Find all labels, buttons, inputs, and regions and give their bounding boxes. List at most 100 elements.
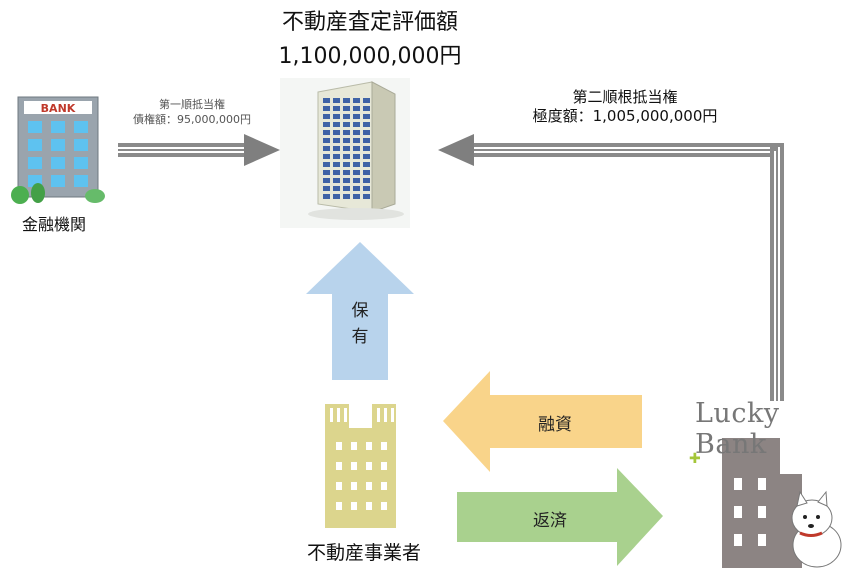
window: [351, 502, 357, 510]
window: [353, 122, 360, 127]
window: [351, 482, 357, 490]
window: [734, 534, 742, 546]
window: [363, 106, 370, 111]
window: [323, 98, 330, 103]
window: [343, 106, 350, 111]
lucky-bank-logo: Lucky ✚Bank: [689, 398, 860, 467]
window: [758, 478, 766, 490]
window: [343, 170, 350, 175]
window: [353, 170, 360, 175]
valuation-amount: 1,100,000,000円: [278, 44, 462, 69]
clover-icon: ✚: [689, 451, 702, 467]
window: [366, 482, 372, 490]
window: [353, 194, 360, 199]
window: [333, 138, 340, 143]
window: [336, 442, 342, 450]
window: [363, 186, 370, 191]
dog-mascot-icon: [791, 490, 842, 568]
window: [353, 138, 360, 143]
window: [333, 194, 340, 199]
window: [343, 130, 350, 135]
window: [343, 114, 350, 119]
window: [323, 114, 330, 119]
window: [333, 154, 340, 159]
window: [336, 502, 342, 510]
window: [363, 146, 370, 151]
window: [343, 186, 350, 191]
window: [333, 170, 340, 175]
window: [363, 178, 370, 183]
window: [758, 506, 766, 518]
first-lien-arrow: [118, 134, 280, 166]
window: [323, 170, 330, 175]
window: [353, 154, 360, 159]
window: [363, 194, 370, 199]
property-valuation-title: 不動産査定評価額 1,100,000,000円: [220, 6, 520, 74]
window: [323, 106, 330, 111]
window: [758, 534, 766, 546]
window: [323, 162, 330, 167]
first-lien-label: 第一順抵当権 債権額：95,000,000円: [112, 97, 272, 127]
window: [381, 462, 387, 470]
window: [323, 138, 330, 143]
bank-word: ✚Bank: [689, 429, 767, 467]
window: [333, 130, 340, 135]
window: [366, 462, 372, 470]
window: [363, 130, 370, 135]
window: [351, 462, 357, 470]
financial-institution-label: 金融機関: [22, 215, 87, 234]
window: [363, 162, 370, 167]
finance-label: 融資: [538, 415, 572, 435]
window: [381, 502, 387, 510]
window: [343, 162, 350, 167]
first-lien-amount: 債権額：95,000,000円: [133, 113, 251, 126]
second-lien-amount: 極度額：1,005,000,000円: [532, 107, 718, 125]
window: [343, 122, 350, 127]
window: [343, 154, 350, 159]
window: [734, 478, 742, 490]
valuation-label: 不動産査定評価額: [281, 10, 458, 35]
window: [353, 98, 360, 103]
office-tower-icon: [280, 78, 410, 228]
developer-building-icon: [325, 404, 396, 528]
window: [381, 442, 387, 450]
window: [323, 194, 330, 199]
window: [333, 186, 340, 191]
second-lien-arrow: [438, 134, 784, 401]
window: [353, 106, 360, 111]
window: [363, 114, 370, 119]
repay-label: 返済: [533, 511, 567, 531]
window: [333, 122, 340, 127]
bank-building-icon: BANK: [11, 96, 105, 204]
window: [353, 114, 360, 119]
developer-label: 不動産事業者: [306, 542, 421, 564]
window: [333, 114, 340, 119]
second-lien-type: 第二順根抵当権: [572, 88, 678, 106]
window: [323, 154, 330, 159]
window: [323, 122, 330, 127]
window: [363, 98, 370, 103]
window: [333, 162, 340, 167]
window: [336, 462, 342, 470]
hold-arrow: [306, 242, 414, 380]
bank-sign-text: BANK: [41, 102, 76, 115]
window: [333, 146, 340, 151]
repay-arrow: [457, 468, 663, 566]
window: [381, 482, 387, 490]
window: [323, 186, 330, 191]
window: [351, 442, 357, 450]
window: [363, 122, 370, 127]
window: [343, 146, 350, 151]
window: [333, 106, 340, 111]
window: [323, 146, 330, 151]
window: [333, 178, 340, 183]
window: [323, 178, 330, 183]
window: [343, 194, 350, 199]
window: [336, 482, 342, 490]
window: [363, 138, 370, 143]
window: [366, 442, 372, 450]
finance-arrow: [443, 371, 642, 472]
window: [353, 178, 360, 183]
window: [734, 506, 742, 518]
